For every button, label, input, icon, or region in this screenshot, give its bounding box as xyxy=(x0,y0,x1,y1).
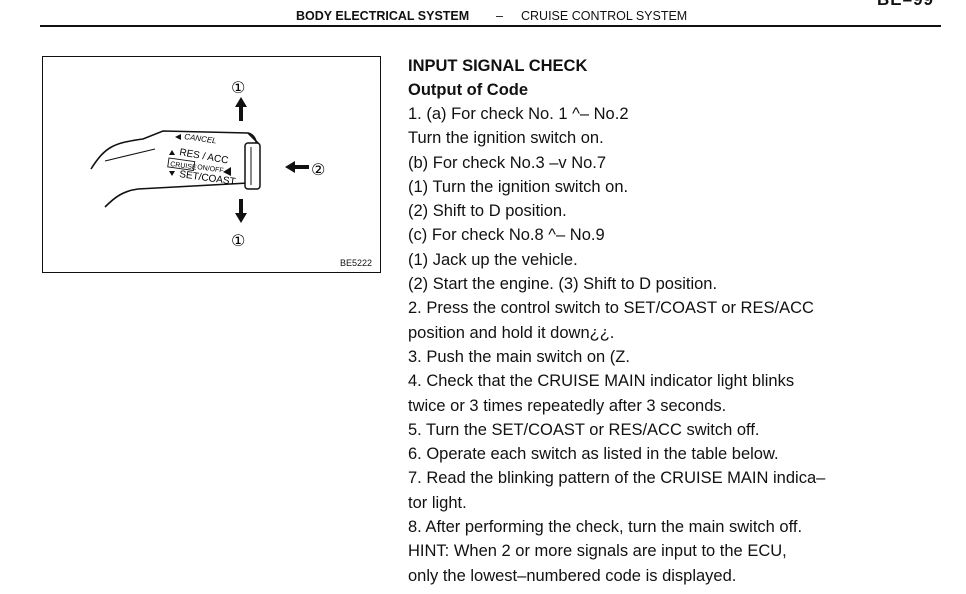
cancel-label: CANCEL xyxy=(184,132,217,145)
procedure-line: 8. After performing the check, turn the … xyxy=(408,518,803,537)
callout-side: ② xyxy=(311,160,325,179)
arrow-down-icon xyxy=(235,199,247,223)
section-title: BODY ELECTRICAL SYSTEM xyxy=(296,9,470,23)
procedure-line: (2) Start the engine. (3) Shift to D pos… xyxy=(408,275,718,294)
arrow-up-icon xyxy=(235,97,247,121)
switch-illustration: CANCEL RES / ACC CRUISE ON/OFF SET/COAST… xyxy=(42,56,381,273)
page-number: BE–99 xyxy=(877,0,934,10)
subsection-heading: Output of Code xyxy=(408,81,529,99)
procedure-line: Turn the ignition switch on. xyxy=(408,129,604,148)
section-heading: INPUT SIGNAL CHECK xyxy=(408,57,588,75)
procedure-line: position and hold it down¿¿. xyxy=(408,323,615,342)
cruise-switch-drawing: CANCEL RES / ACC CRUISE ON/OFF SET/COAST… xyxy=(90,78,325,250)
procedure-line: twice or 3 times repeatedly after 3 seco… xyxy=(408,396,727,415)
on-off-label: ON/OFF xyxy=(197,164,224,175)
procedure-line: HINT: When 2 or more signals are input t… xyxy=(408,542,787,561)
procedure-line: only the lowest–numbered code is display… xyxy=(408,566,737,585)
procedure-line: 1. (a) For check No. 1 ^– No.2 xyxy=(408,105,629,123)
procedure-line: 6. Operate each switch as listed in the … xyxy=(408,445,779,464)
procedure-line: (2) Shift to D position. xyxy=(408,202,567,221)
procedure-line: 2. Press the control switch to SET/COAST… xyxy=(408,299,814,318)
procedure-line: 7. Read the blinking pattern of the CRUI… xyxy=(408,469,826,488)
procedure-line: (c) For check No.8 ^– No.9 xyxy=(408,226,605,245)
callout-up: ① xyxy=(231,78,245,97)
procedure-text: INPUT SIGNAL CHECK Output of Code 1. (a)… xyxy=(408,54,948,588)
procedure-line: 4. Check that the CRUISE MAIN indicator … xyxy=(408,372,795,391)
procedure-line: tor light. xyxy=(408,493,467,512)
figure-id: BE5222 xyxy=(339,258,372,268)
callout-down: ① xyxy=(231,231,245,250)
procedure-line: (1) Turn the ignition switch on. xyxy=(408,177,629,196)
subsection-title: CRUISE CONTROL SYSTEM xyxy=(521,9,688,23)
procedure-line: (1) Jack up the vehicle. xyxy=(408,250,578,269)
arrow-left-icon xyxy=(285,161,309,173)
procedure-line: 3. Push the main switch on (Z. xyxy=(408,347,630,366)
procedure-line: (b) For check No.3 –v No.7 xyxy=(408,153,607,172)
procedure-line: 5. Turn the SET/COAST or RES/ACC switch … xyxy=(408,420,760,439)
cruise-label: CRUISE xyxy=(170,161,197,172)
header-rule xyxy=(40,25,941,27)
header-separator: – xyxy=(496,9,503,23)
